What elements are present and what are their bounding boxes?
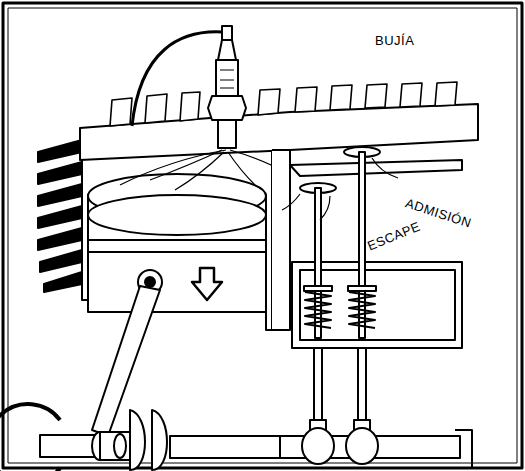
frame-inner bbox=[8, 8, 517, 463]
valve-springs bbox=[304, 286, 376, 328]
valve-chamber-wall bbox=[272, 150, 290, 330]
intake-port bbox=[290, 160, 462, 176]
piston bbox=[88, 195, 266, 312]
connecting-rod bbox=[92, 286, 160, 436]
cylinder-wall bbox=[82, 135, 272, 330]
camshaft bbox=[280, 428, 472, 468]
head-fins bbox=[110, 82, 457, 126]
spark-plug bbox=[208, 26, 246, 148]
part-label: ESCAPE bbox=[366, 220, 423, 253]
part-label: BUJÍA bbox=[375, 34, 414, 47]
tappets bbox=[310, 348, 370, 430]
cooling-fins bbox=[38, 140, 82, 292]
frame bbox=[3, 3, 522, 468]
flame-lines bbox=[120, 150, 290, 190]
flow-marks bbox=[282, 158, 398, 220]
exhaust-valve bbox=[300, 183, 336, 338]
crankshaft bbox=[0, 404, 280, 471]
plug-wire bbox=[132, 32, 222, 126]
